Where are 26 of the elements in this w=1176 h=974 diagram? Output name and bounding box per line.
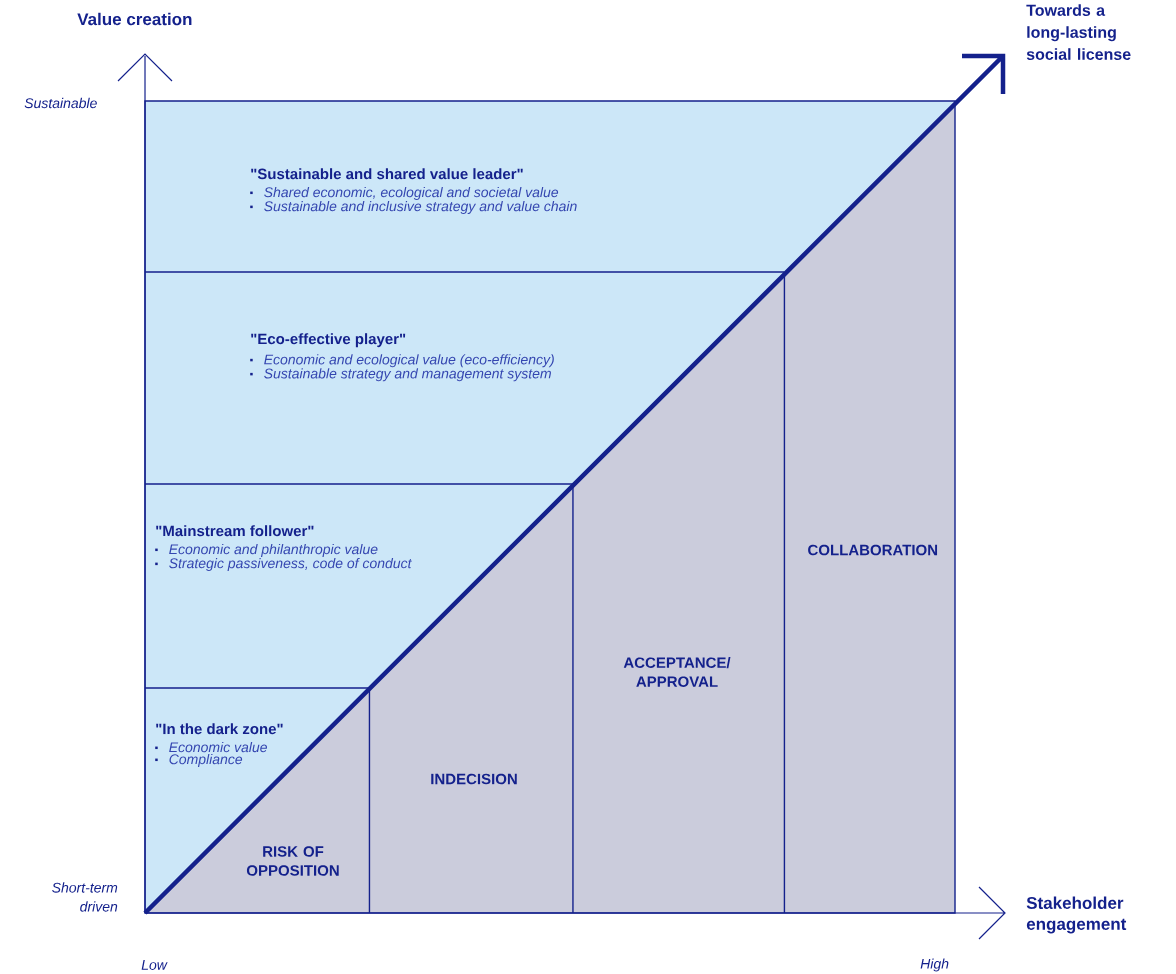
node-label: ACCEPTANCE/ APPROVAL xyxy=(623,656,731,687)
value-region: "Eco-effective player" Economic and ecological value (eco-efficiency) Sustainable strategy and management system xyxy=(145,272,785,484)
node-label: Shared economic, ecological and societal value xyxy=(264,186,559,200)
value-region: "Sustainable and shared value leader" Shared economic, ecological and societal value Sustainable and inclusive strategy and value chain xyxy=(145,101,955,272)
node-label: RISK OF OPPOSITION xyxy=(246,846,339,876)
node-label: "Eco-effective player" xyxy=(251,333,406,348)
axis-label: Low xyxy=(141,960,168,970)
axis-label: Short-term driven xyxy=(52,882,118,912)
node-label: Economic and ecological value (eco-efficiency) xyxy=(264,354,554,368)
node-label: "Mainstream follower" xyxy=(156,525,314,537)
node-label: "Sustainable and shared value leader" xyxy=(251,168,523,180)
axis-label: Stakeholder engagement xyxy=(1026,896,1127,934)
node-label: Economic value xyxy=(169,741,267,753)
engagement-region: ACCEPTANCE/ APPROVAL xyxy=(572,272,785,913)
node-label: Compliance xyxy=(169,753,243,767)
node-label: INDECISION xyxy=(431,773,517,785)
node-label: Sustainable strategy and management system xyxy=(264,368,551,382)
node-label: COLLABORATION xyxy=(808,544,938,556)
value-region: "Mainstream follower" Economic and philanthropic value Strategic passiveness, code of conduct xyxy=(145,484,573,688)
heading-text: Towards a long-lasting social license xyxy=(1026,4,1131,60)
axis-label: Value creation xyxy=(77,12,192,26)
axis-label: High xyxy=(920,958,949,972)
node-label: Sustainable and inclusive strategy and value chain xyxy=(264,200,577,215)
axis-label: Sustainable xyxy=(24,97,97,109)
node-label: "In the dark zone" xyxy=(156,723,283,735)
engagement-region: COLLABORATION xyxy=(784,101,955,913)
